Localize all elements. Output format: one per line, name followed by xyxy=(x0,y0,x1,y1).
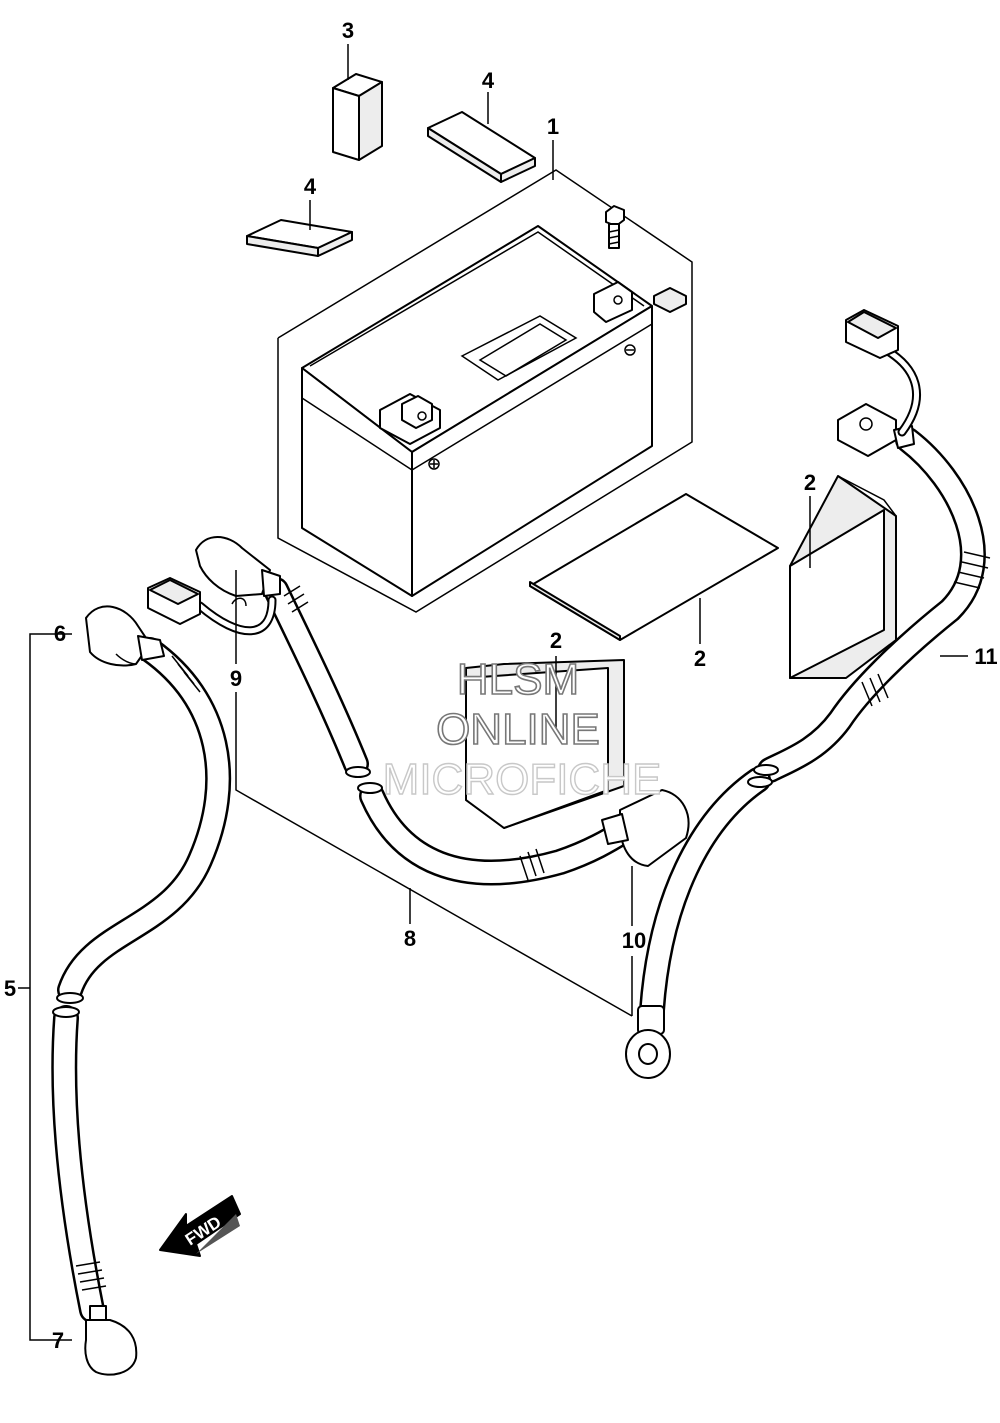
part-3-block xyxy=(332,73,383,161)
part-9-terminal-boot xyxy=(147,536,281,636)
callout-4-lower: 4 xyxy=(304,174,317,199)
part-5-cable xyxy=(51,637,232,1323)
callout-5: 5 xyxy=(4,976,16,1001)
battery xyxy=(301,205,687,597)
callout-2-flat: 2 xyxy=(694,646,706,671)
watermark-line-1: HLSM xyxy=(457,655,579,704)
callout-11: 11 xyxy=(974,644,997,669)
callout-3: 3 xyxy=(342,18,354,43)
callout-10: 10 xyxy=(622,928,646,953)
callout-2-right: 2 xyxy=(804,470,816,495)
part-10-terminal-boot xyxy=(601,789,690,867)
callout-1: 1 xyxy=(547,114,559,139)
part-2-pad-center-bent xyxy=(465,659,625,829)
callout-8: 8 xyxy=(404,926,416,951)
part-7-terminal-boot xyxy=(84,1305,138,1376)
leader-lines xyxy=(18,44,968,1341)
callout-6: 6 xyxy=(54,621,66,646)
callout-4-upper: 4 xyxy=(482,68,495,93)
part-8-cable xyxy=(263,577,639,886)
part-4-pad-lower xyxy=(246,219,353,257)
part-11-cable xyxy=(625,309,991,1079)
callout-7: 7 xyxy=(52,1328,64,1353)
part-1-outline-box xyxy=(277,169,693,613)
watermark: HLSM ONLINE MICROFICHE xyxy=(382,654,662,805)
callout-2-center: 2 xyxy=(550,628,562,653)
callout-labels: 3 4 1 4 2 2 2 6 9 11 8 10 5 7 xyxy=(4,18,998,1353)
watermark-line-3: MICROFICHE xyxy=(383,755,662,804)
watermark-line-2: ONLINE xyxy=(436,705,600,754)
part-2-pad-flat xyxy=(529,493,779,641)
callout-9: 9 xyxy=(230,666,242,691)
forward-direction-arrow: FWD xyxy=(159,1195,241,1264)
part-6-terminal-cap xyxy=(85,605,165,667)
part-4-pad-upper xyxy=(427,111,536,183)
part-2-pad-right-bent xyxy=(789,475,897,679)
